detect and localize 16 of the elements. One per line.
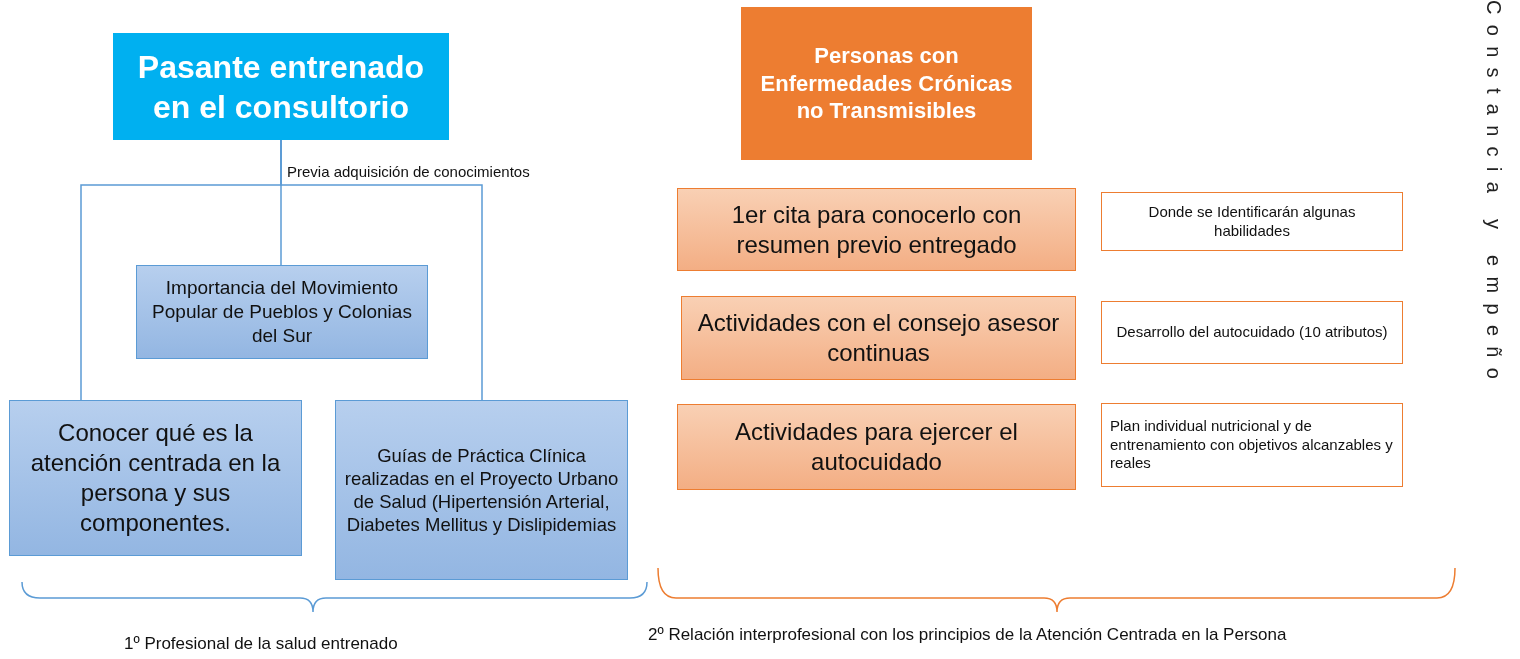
note-box: Plan individual nutricional y de entrenamiento con objetivos alcanzables y reales — [1101, 403, 1403, 487]
process-box: Guías de Práctica Clínica realizadas en el Proyecto Urbano de Salud (Hipertensión Arterial, Diabetes Mellitus y Dislipidemias — [335, 400, 628, 580]
connector-line — [280, 139, 483, 401]
process-box: Conocer qué es la atención centrada en la persona y sus componentes. — [9, 400, 302, 556]
bracket-label: 2º Relación interprofesional con los principios de la Atención Centrada en la Persona — [648, 625, 1287, 645]
vertical-text: Constancia y empeño — [1482, 0, 1505, 390]
note-box: Desarrollo del autocuidado (10 atributos) — [1101, 301, 1403, 364]
process-box: Actividades con el consejo asesor continuas — [681, 296, 1076, 380]
process-box: Actividades para ejercer el autocuidado — [677, 404, 1076, 490]
process-box: Importancia del Movimiento Popular de Pueblos y Colonias del Sur — [136, 265, 428, 359]
bracket-label: 1º Profesional de la salud entrenado — [124, 634, 398, 654]
edge-label: Previa adquisición de conocimientos — [287, 163, 530, 180]
process-box: Personas con Enfermedades Crónicas no Transmisibles — [741, 7, 1032, 160]
process-box: Pasante entrenado en el consultorio — [113, 33, 449, 140]
process-box: 1er cita para conocerlo con resumen previo entregado — [677, 188, 1076, 271]
note-box: Donde se Identificarán algunas habilidades — [1101, 192, 1403, 251]
